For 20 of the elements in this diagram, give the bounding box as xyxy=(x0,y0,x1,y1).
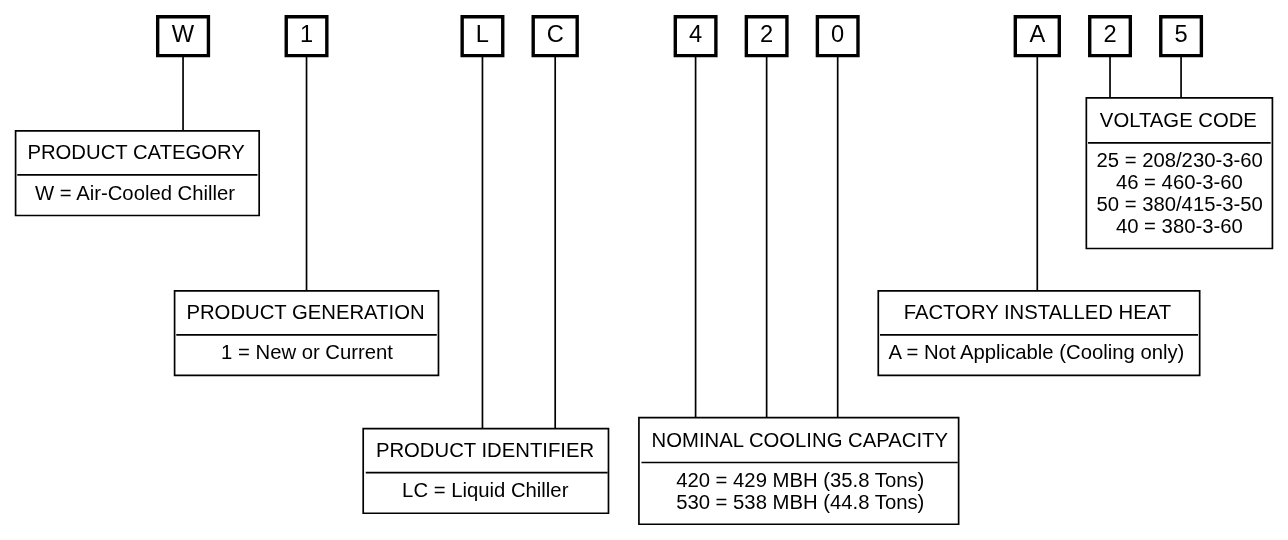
node-box: 0 xyxy=(815,14,860,57)
connector xyxy=(694,54,697,418)
connector xyxy=(1109,54,1111,98)
connector xyxy=(1180,54,1182,98)
node-box: 2 xyxy=(1088,14,1132,57)
node-box: 5 xyxy=(1159,14,1204,57)
node-box: C xyxy=(531,14,579,57)
connector xyxy=(1036,54,1039,291)
node-box: 2 xyxy=(744,14,789,57)
connector xyxy=(765,54,768,418)
node-box: 4 xyxy=(673,14,718,57)
node-box: A xyxy=(1013,14,1061,57)
connector xyxy=(481,54,484,429)
connector xyxy=(182,54,184,131)
connector xyxy=(305,54,308,291)
node-box: 1 xyxy=(284,14,329,57)
connector xyxy=(554,54,557,429)
node-box: W xyxy=(156,14,211,57)
connector xyxy=(836,54,839,418)
node-box: L xyxy=(460,14,505,57)
